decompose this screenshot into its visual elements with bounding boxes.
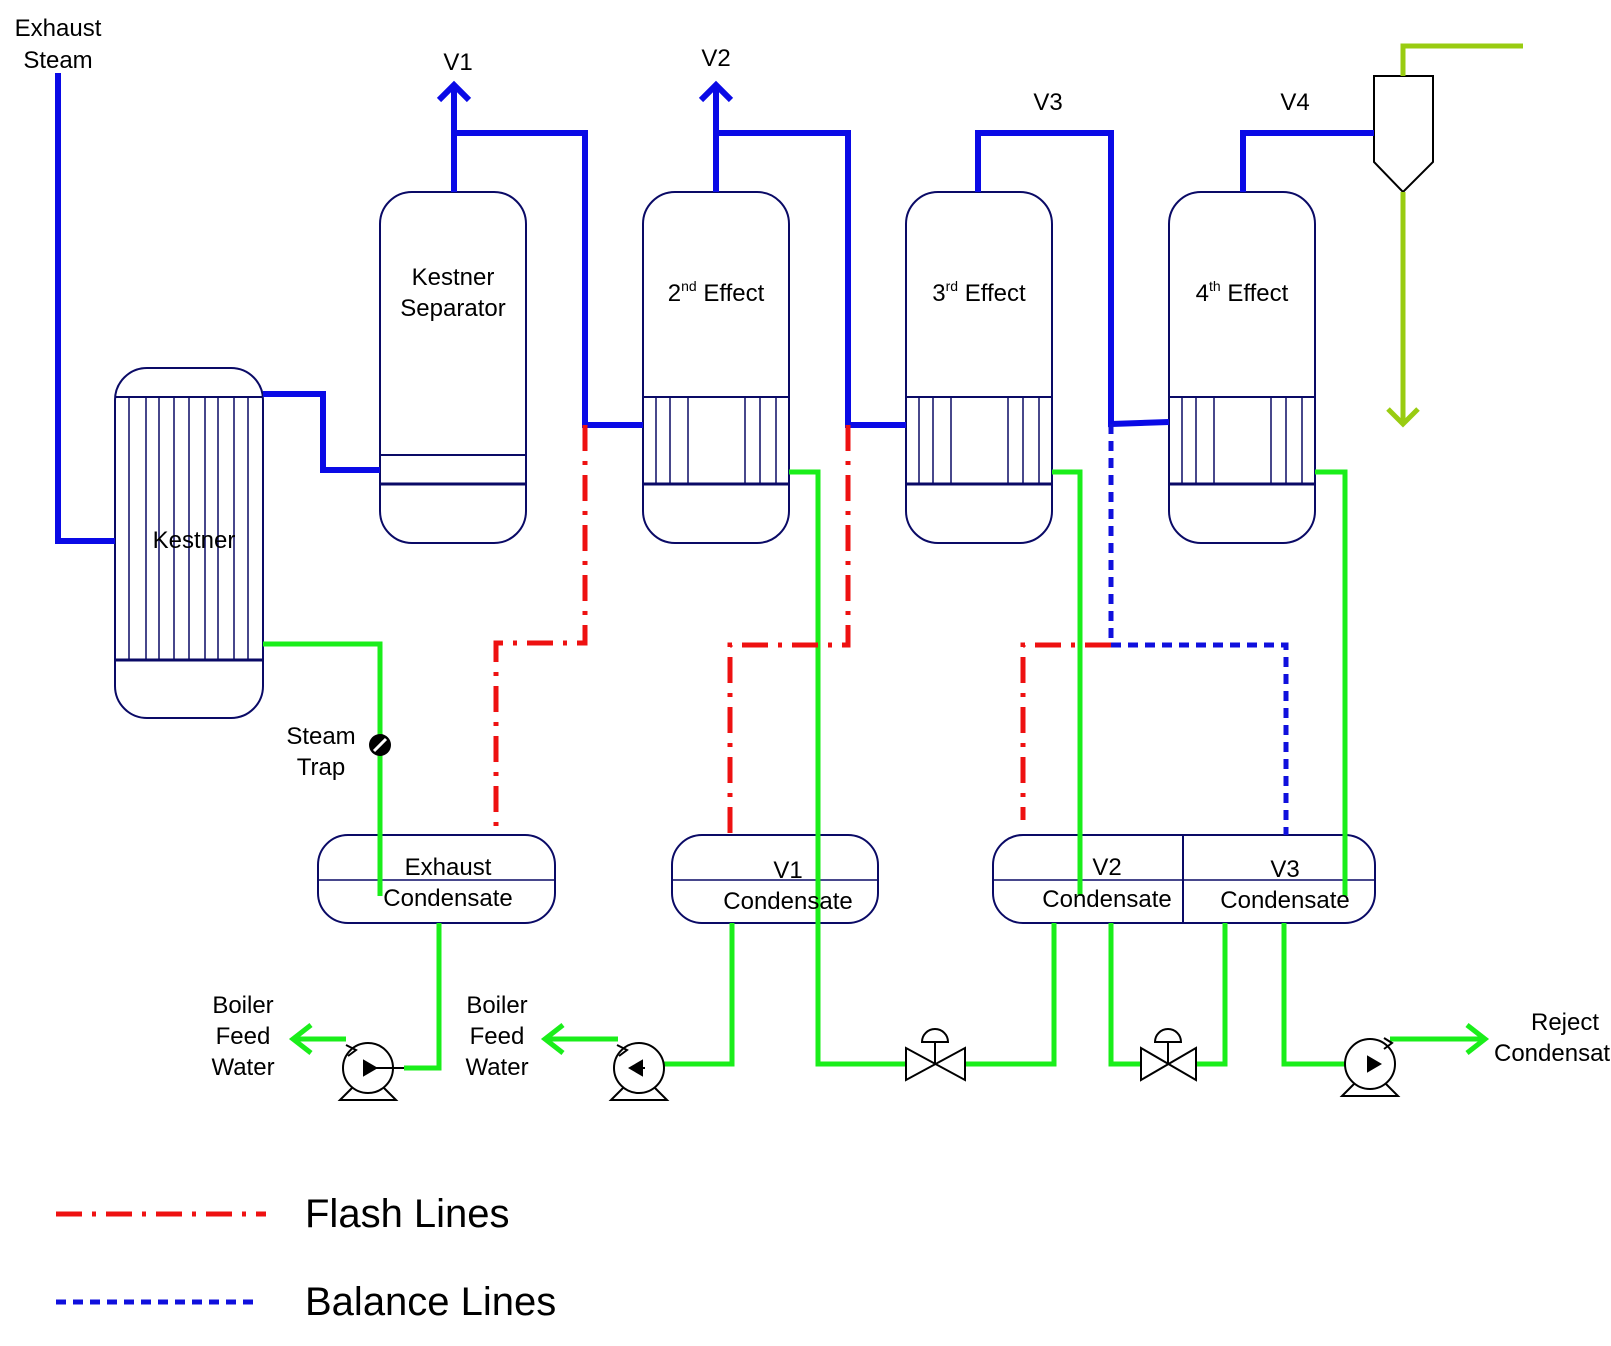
boiler-feed-water-label: Feed: [470, 1023, 525, 1050]
pump-icon: [608, 1042, 670, 1101]
exhaust-steam-label: Exhaust: [15, 15, 102, 42]
effect-4-vessel: [1168, 191, 1316, 544]
condensate-lines: [263, 469, 1490, 1071]
effect-3-vessel: [905, 191, 1053, 544]
steam-trap-icon: [369, 734, 391, 756]
steam-trap-label: Steam: [286, 723, 355, 750]
boiler-feed-water-label: Water: [211, 1054, 274, 1081]
steam-trap-label: Trap: [297, 754, 345, 781]
valve-icon: [1140, 1028, 1197, 1082]
vapour-lines: [55, 73, 1374, 544]
legend-flash-label: Flash Lines: [305, 1192, 510, 1236]
v1-label: V1: [443, 49, 472, 76]
cyclone-icon: [1373, 75, 1434, 194]
v2-condensate-label: Condensate: [1042, 886, 1171, 913]
kestner-separator-label: Separator: [400, 295, 505, 322]
valve-icon: [905, 1028, 966, 1082]
kestner-vessel: [114, 367, 264, 719]
legend-balance-label: Balance Lines: [305, 1280, 556, 1324]
v2-label: V2: [701, 45, 730, 72]
v1-condensate-tank: [671, 834, 879, 924]
v3-condensate-label: V3: [1270, 856, 1299, 883]
effect-4-label: 4th Effect: [1196, 278, 1289, 307]
v1-condensate-label: Condensate: [723, 888, 852, 915]
flash-lines: [493, 425, 1111, 835]
reject-condensate-label: Condensate: [1494, 1040, 1611, 1067]
effect-3-label: 3rd Effect: [932, 278, 1026, 307]
boiler-feed-water-label: Water: [465, 1054, 528, 1081]
pump-icon: [1339, 1037, 1401, 1097]
exhaust-steam-label: Steam: [23, 47, 92, 74]
exhaust-condensate-label: Condensate: [383, 885, 512, 912]
effect-2-label: 2nd Effect: [668, 278, 765, 307]
v3-condensate-label: Condensate: [1220, 887, 1349, 914]
kestner-separator-vessel: [379, 191, 527, 544]
balance-lines: [1108, 424, 1289, 835]
exhaust-condensate-label: Exhaust: [405, 854, 492, 881]
kestner-separator-label: Kestner: [412, 264, 495, 291]
legend: Flash Lines Balance Lines: [56, 1192, 556, 1324]
vessels: [114, 75, 1434, 924]
boiler-feed-water-label: Boiler: [212, 992, 273, 1019]
boiler-feed-water-label: Feed: [216, 1023, 271, 1050]
kestner-label: Kestner: [153, 527, 236, 554]
reject-condensate-label: Reject: [1531, 1009, 1599, 1036]
effect-2-vessel: [642, 191, 790, 544]
v2-condensate-label: V2: [1092, 854, 1121, 881]
pump-icon: [337, 1042, 404, 1101]
v3-label: V3: [1033, 89, 1062, 116]
v1-condensate-label: V1: [773, 857, 802, 884]
v4-label: V4: [1280, 89, 1309, 116]
v2-v3-condensate-tank: [992, 834, 1376, 924]
labels: Exhaust Steam V1 V2 V3 V4 Kestner Kestne…: [15, 15, 1611, 1081]
kestner-tubes: [128, 397, 249, 660]
boiler-feed-water-label: Boiler: [466, 992, 527, 1019]
product-lines: [1386, 43, 1523, 428]
